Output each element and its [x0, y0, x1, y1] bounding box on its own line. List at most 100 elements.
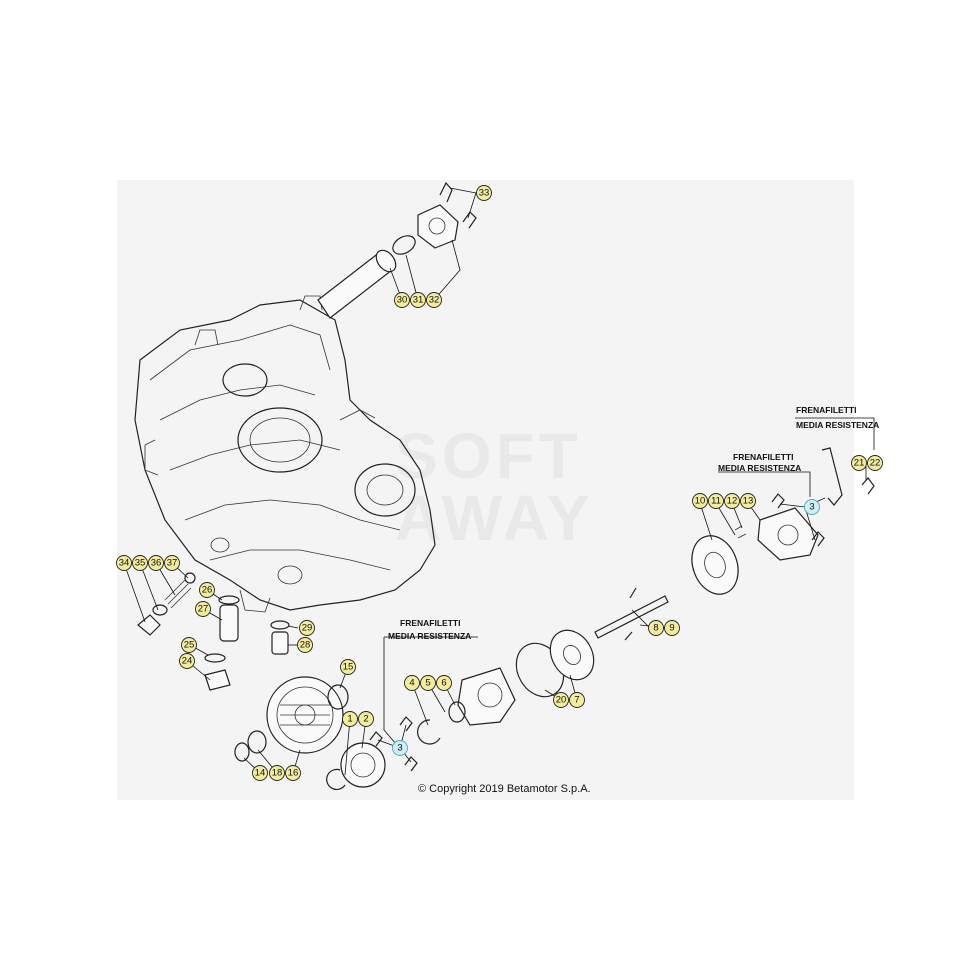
- note-line: MEDIA RESISTENZA: [718, 463, 801, 473]
- svg-text:15: 15: [343, 662, 354, 673]
- washers-14-18: [234, 730, 267, 762]
- callout-badge: 37: [164, 555, 180, 571]
- callout-badge: 5: [420, 675, 436, 691]
- svg-text:24: 24: [182, 656, 193, 667]
- note-line: FRENAFILETTI: [400, 618, 460, 628]
- drive-gear-large: [266, 676, 344, 754]
- callout-badge: 16: [285, 765, 301, 781]
- note-line: MEDIA RESISTENZA: [796, 420, 879, 430]
- callout-badge: 35: [132, 555, 148, 571]
- svg-text:33: 33: [479, 188, 490, 199]
- callout-badge: 3: [392, 740, 408, 756]
- callout-badge: 13: [740, 493, 756, 509]
- callout-badge: 27: [195, 601, 211, 617]
- svg-text:6: 6: [441, 678, 446, 689]
- watermark-line-1: SOFT: [395, 420, 582, 492]
- callout-badge: 15: [340, 659, 356, 675]
- note-frenafiletti-1: FRENAFILETTI MEDIA RESISTENZA: [796, 405, 879, 430]
- svg-text:8: 8: [653, 623, 658, 634]
- oil-filter-group: [317, 181, 477, 319]
- callout-badge: 12: [724, 493, 740, 509]
- svg-text:16: 16: [288, 768, 299, 779]
- svg-text:9: 9: [669, 623, 674, 634]
- callout-badge: 14: [252, 765, 268, 781]
- callout-badge: 7: [569, 692, 585, 708]
- svg-text:18: 18: [272, 768, 283, 779]
- svg-text:20: 20: [556, 695, 567, 706]
- svg-text:10: 10: [695, 496, 706, 507]
- svg-text:22: 22: [870, 458, 881, 469]
- callout-badge: 10: [692, 493, 708, 509]
- bracket-21: [821, 447, 875, 506]
- callout-badge: 34: [116, 555, 132, 571]
- washer-15: [327, 684, 349, 710]
- callout-badge: 24: [179, 653, 195, 669]
- callout-badge: 4: [404, 675, 420, 691]
- svg-text:35: 35: [135, 558, 146, 569]
- svg-text:3: 3: [809, 502, 814, 513]
- pump-cover: [417, 667, 516, 745]
- callout-badge: 6: [436, 675, 452, 691]
- svg-text:11: 11: [711, 496, 721, 507]
- callout-badge: 3: [804, 499, 820, 515]
- callout-badges: 33 30 31 32 21 22 3 10 11 12 13 34 35 36…: [116, 185, 883, 781]
- watermark: SOFT AWAY: [395, 420, 594, 554]
- pump-rotor-7: [549, 629, 595, 681]
- callout-badge: 28: [297, 637, 313, 653]
- filter-cartridge: [204, 595, 240, 691]
- callout-badge: 22: [867, 455, 883, 471]
- note-line: MEDIA RESISTENZA: [388, 631, 471, 641]
- callout-badge: 36: [148, 555, 164, 571]
- svg-text:34: 34: [119, 558, 130, 569]
- pump-rotor-housing: [691, 535, 739, 595]
- note-frenafiletti-3: FRENAFILETTI MEDIA RESISTENZA: [388, 618, 471, 641]
- svg-text:28: 28: [300, 640, 311, 651]
- screws-3: [369, 716, 418, 772]
- callout-badge: 33: [476, 185, 492, 201]
- plug-spring-stack: [137, 572, 196, 636]
- svg-text:26: 26: [202, 585, 213, 596]
- pump-end-cover: [734, 493, 825, 561]
- circlip-1: [326, 768, 346, 791]
- svg-text:14: 14: [255, 768, 266, 779]
- svg-text:31: 31: [413, 295, 424, 306]
- watermark-line-2: AWAY: [395, 482, 594, 554]
- callout-badge: 21: [851, 455, 867, 471]
- svg-text:36: 36: [151, 558, 162, 569]
- svg-text:5: 5: [425, 678, 430, 689]
- callout-badge: 29: [299, 620, 315, 636]
- svg-text:1: 1: [347, 714, 352, 725]
- callout-badge: 18: [269, 765, 285, 781]
- callout-badge: 9: [664, 620, 680, 636]
- svg-text:13: 13: [743, 496, 754, 507]
- note-frenafiletti-2: FRENAFILETTI MEDIA RESISTENZA: [718, 452, 801, 473]
- callout-badge: 31: [410, 292, 426, 308]
- svg-text:37: 37: [167, 558, 178, 569]
- callout-badge: 1: [342, 711, 358, 727]
- svg-text:30: 30: [397, 295, 408, 306]
- svg-text:27: 27: [198, 604, 209, 615]
- svg-text:25: 25: [184, 640, 195, 651]
- pickup-part: [270, 620, 290, 655]
- drive-gear-small: [340, 742, 386, 788]
- svg-text:29: 29: [302, 623, 313, 634]
- callout-badge: 20: [553, 692, 569, 708]
- callout-badge: 30: [394, 292, 410, 308]
- svg-text:3: 3: [397, 743, 402, 754]
- svg-text:32: 32: [429, 295, 440, 306]
- copyright-text: © Copyright 2019 Betamotor S.p.A.: [418, 783, 591, 795]
- svg-text:7: 7: [574, 695, 579, 706]
- engine-crankcase: [134, 295, 436, 613]
- note-line: FRENAFILETTI: [796, 405, 856, 415]
- callout-badge: 32: [426, 292, 442, 308]
- svg-text:12: 12: [727, 496, 738, 507]
- callout-badge: 26: [199, 582, 215, 598]
- pump-shaft: [594, 587, 669, 641]
- svg-text:21: 21: [854, 458, 865, 469]
- callout-badge: 25: [181, 637, 197, 653]
- callout-badge: 11: [708, 493, 724, 509]
- svg-text:4: 4: [409, 678, 414, 689]
- svg-text:2: 2: [363, 714, 368, 725]
- callout-badge: 8: [648, 620, 664, 636]
